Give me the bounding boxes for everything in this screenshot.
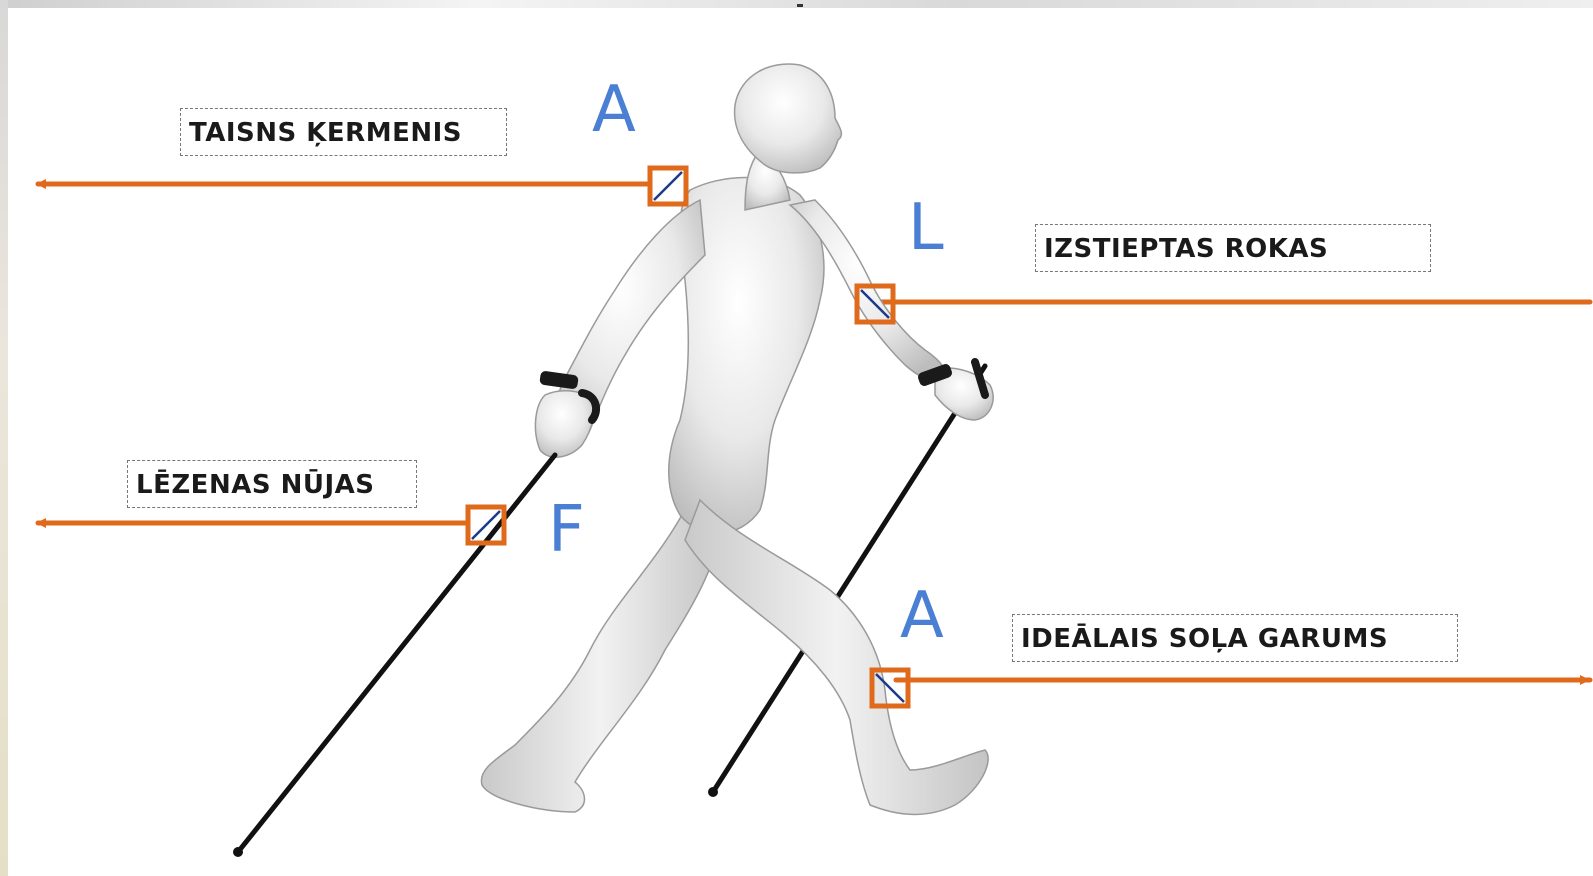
- right-pole-tip: [708, 787, 718, 797]
- arrow-right-knee-icon: [1580, 675, 1590, 685]
- label-step-length: IDEĀLAIS SOĻA GARUMS: [1012, 614, 1458, 662]
- marker-shoulder-slash: [654, 172, 682, 200]
- left-hand: [535, 391, 593, 457]
- arrow-left-pole-icon: [36, 518, 46, 528]
- letter-f: F: [548, 498, 585, 562]
- label-poles: LĒZENAS NŪJAS: [127, 460, 417, 508]
- letter-a-top: A: [592, 78, 636, 142]
- label-straight-body: TAISNS ĶERMENIS: [180, 108, 507, 156]
- back-leg: [481, 500, 720, 812]
- label-extended-arms: IZSTIEPTAS ROKAS: [1035, 224, 1431, 272]
- letter-l: L: [908, 196, 944, 260]
- marker-pole-slash: [472, 511, 500, 539]
- letter-a-bottom: A: [900, 584, 944, 648]
- left-pole-tip: [233, 847, 243, 857]
- arrow-left-shoulder-icon: [36, 179, 46, 189]
- head: [735, 64, 842, 173]
